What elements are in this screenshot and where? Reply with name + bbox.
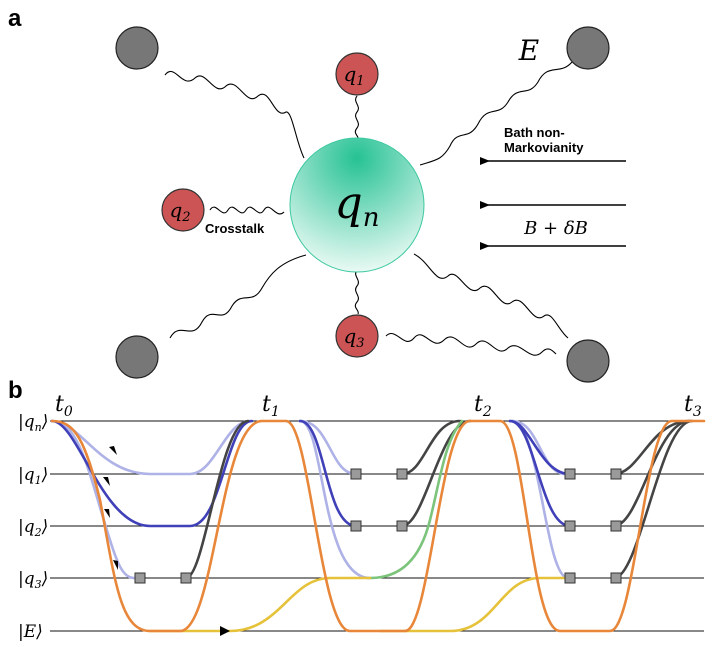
gate-2 [180,572,192,584]
arrow-4 [113,560,118,570]
environment-spins [115,26,610,383]
path-gray-6 [612,419,694,580]
ket-qn: |qn⟩ [18,412,48,434]
gate-4 [396,468,408,480]
gates [134,468,622,584]
gate-7 [564,468,576,480]
time-label-t3: t3 [684,392,702,420]
gate-11 [564,572,576,584]
env-bottom-right [566,339,610,383]
couplings [164,61,573,356]
path-gray-1 [184,419,250,580]
env-top-left [115,26,159,70]
path-gray-2 [400,419,462,476]
coupling-q1-qn [354,95,359,141]
path-dark-blue-1 [50,419,254,528]
path-orange [50,419,706,633]
gate-3 [350,468,362,480]
field-arrows [480,157,626,250]
arrow-2 [103,477,110,486]
arrow-5 [220,626,230,636]
path-light-blue-5 [510,419,570,580]
crosstalk-label: Crosstalk [205,221,265,236]
coupling-q3-qn [354,269,359,315]
gate-10 [610,520,622,532]
coupling-top-left [164,71,305,159]
gate-9 [564,520,576,532]
panel-a-label: a [8,5,22,32]
ket-q3: |q3⟩ [18,569,48,591]
path-light-blue-2 [298,419,372,580]
environment-label: E [518,34,539,67]
path-light-blue-3 [298,419,358,476]
ket-labels: |qn⟩ |q1⟩ |q2⟩ |q3⟩ |E⟩ [18,412,48,642]
ket-q1: |q1⟩ [18,465,48,487]
central-qubit [289,137,425,273]
coupling-bottom-left [169,254,307,339]
trajectories [50,419,706,633]
time-label-t2: t2 [474,392,492,420]
path-light-blue-q3 [50,419,136,580]
gate-5 [350,520,362,532]
field-label: B + δB [523,218,588,239]
env-top-right [566,26,610,70]
gate-8 [610,468,622,480]
gate-1 [134,572,146,584]
coupling-crosstalk [209,206,285,215]
central-qubit-label: qn [335,178,380,233]
path-yellow-1 [148,576,372,633]
ket-E: |E⟩ [18,622,43,642]
time-label-t0: t0 [55,392,73,420]
coupling-top-right [419,61,573,166]
svg-text:q1: q1 [343,62,364,89]
path-yellow-2 [378,576,570,633]
coupling-q3-env [385,333,557,356]
ket-q2: |q2⟩ [18,517,48,539]
arrow-1 [109,446,117,455]
neighbor-q2: q2 [161,188,205,232]
env-bottom-left [115,335,159,379]
neighbor-q1: q1 [335,52,379,96]
path-dark-blue-4 [508,419,572,476]
bath-label-line1: Bath non- [504,125,565,140]
gate-12 [610,572,622,584]
direction-arrows [103,446,230,636]
time-label-t1: t1 [262,392,280,420]
arrow-3 [104,509,110,518]
panel-b-label: b [8,377,23,404]
bath-label-line2: Markovianity [504,140,584,155]
svg-text:q3: q3 [343,324,364,351]
path-light-blue-q1 [50,419,252,476]
neighbor-q3: q3 [335,314,379,358]
path-dark-blue-2 [298,419,358,528]
coupling-bottom-right [413,253,569,339]
gate-6 [396,520,408,532]
path-gray-4 [612,419,692,476]
svg-text:q2: q2 [169,198,190,225]
path-green [368,419,464,580]
